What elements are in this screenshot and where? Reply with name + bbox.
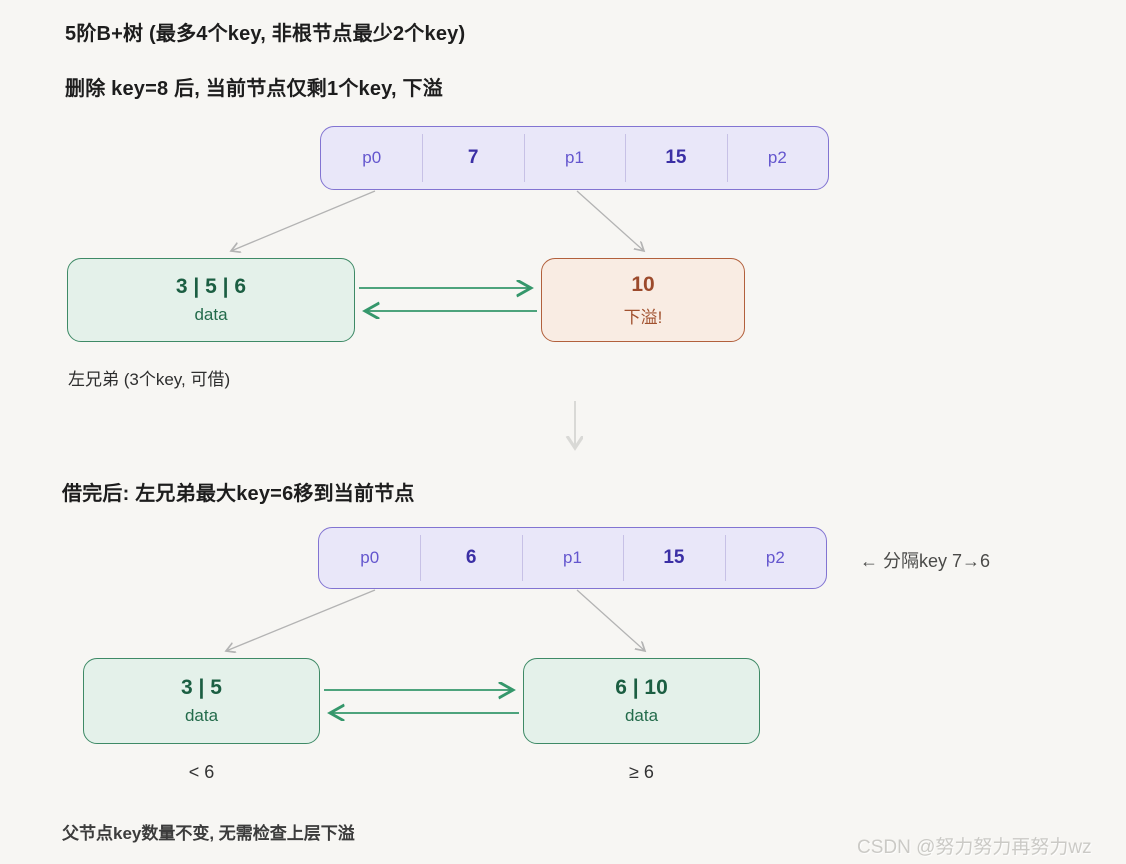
left-sibling-keys: 3 | 5 | 6: [175, 275, 247, 298]
left-sibling-leaf: 3 | 5 | 6 data: [67, 258, 355, 342]
diagram-subtitle: 删除 key=8 后, 当前节点仅剩1个key, 下溢: [65, 78, 443, 100]
edge-p0-to-left-sibling: [231, 190, 376, 251]
left-leaf-after-keys: 3 | 5: [181, 676, 222, 699]
separator-key-annotation: ← 分隔key 7→6: [860, 551, 991, 571]
right-leaf-range-caption: ≥ 6: [629, 762, 654, 782]
parent1-cell-p1: p1: [523, 127, 625, 189]
after-borrow-heading: 借完后: 左兄弟最大key=6移到当前节点: [62, 483, 415, 505]
left-sibling-data-label: data: [194, 305, 228, 324]
parent-node-before: p0 7 p1 15 p2: [320, 126, 829, 190]
parent1-cell-key15: 15: [625, 127, 726, 189]
parent1-cell-p0: p0: [362, 148, 382, 167]
parent-node-after: p0 6 p1 15 p2: [318, 527, 827, 589]
parent2-cell-key6: 6: [420, 528, 521, 588]
left-leaf-after-data-label: data: [184, 706, 219, 725]
footer-note: 父节点key数量不变, 无需检查上层下溢: [62, 824, 355, 843]
left-sibling-caption: 左兄弟 (3个key, 可借): [68, 370, 231, 389]
parent2-cell-p1: p1: [521, 528, 623, 588]
right-leaf-after: 6 | 10 data: [523, 658, 760, 744]
edge-p0-to-left-leaf-after: [226, 589, 376, 651]
parent2-cell-p2: p2: [724, 528, 826, 588]
left-leaf-range-caption: < 6: [188, 762, 215, 782]
left-leaf-after: 3 | 5 data: [83, 658, 320, 744]
parent1-cell-key7: 7: [422, 127, 523, 189]
watermark: CSDN @努力努力再努力wz: [857, 837, 1092, 858]
parent2-cell-key15: 15: [623, 528, 724, 588]
parent1-cell-p2: p2: [726, 127, 828, 189]
diagram-title: 5阶B+树 (最多4个key, 非根节点最少2个key): [65, 23, 466, 45]
right-leaf-after-keys: 6 | 10: [615, 676, 668, 699]
edge-p1-to-right-leaf-after: [576, 589, 645, 651]
edge-p1-to-underflow-leaf: [576, 190, 644, 251]
underflow-label: 下溢!: [623, 307, 663, 327]
underflow-leaf-keys: 10: [631, 272, 655, 296]
underflow-leaf: 10 下溢!: [541, 258, 745, 342]
right-leaf-after-data-label: data: [624, 706, 659, 725]
parent2-cell-p0: p0: [360, 548, 380, 567]
